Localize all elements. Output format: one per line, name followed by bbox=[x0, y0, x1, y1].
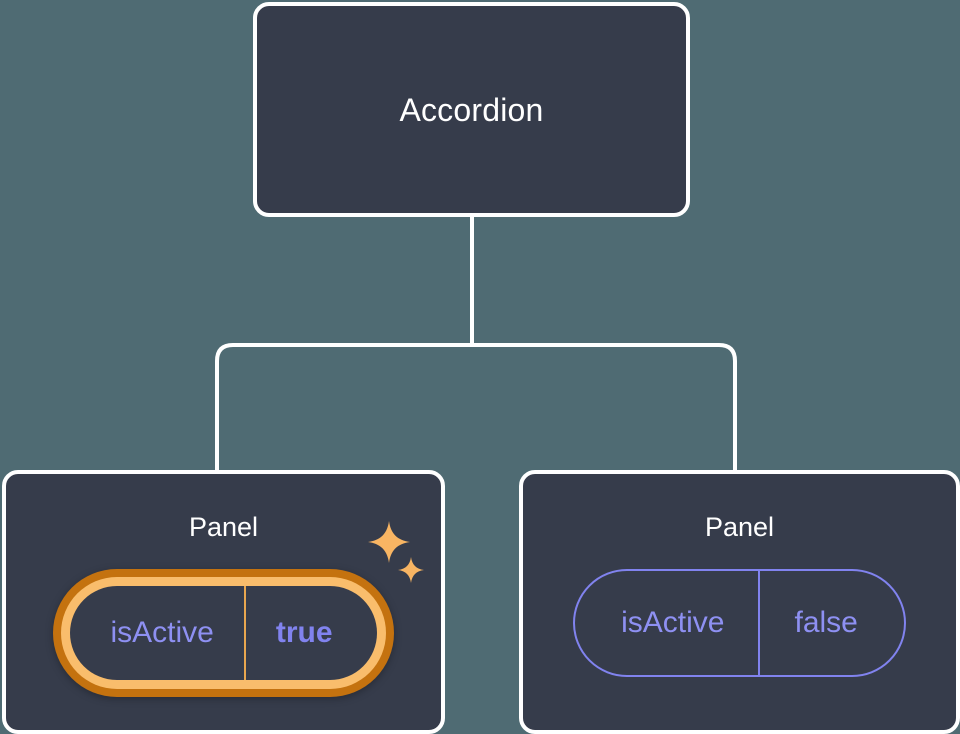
prop-pill-active-ring: isActive true bbox=[61, 577, 386, 689]
sparkle-icon bbox=[397, 557, 424, 583]
sparkles-group bbox=[364, 521, 428, 593]
sparkle-icon bbox=[367, 521, 410, 563]
prop-pill-inactive[interactable]: isActive false bbox=[573, 569, 906, 677]
node-panel-active-title: Panel bbox=[188, 512, 259, 542]
prop-divider bbox=[758, 571, 761, 675]
prop-value-true: true bbox=[275, 616, 333, 649]
node-panel-active[interactable]: Panel isActive true bbox=[2, 470, 445, 734]
node-accordion[interactable]: Accordion bbox=[253, 2, 690, 217]
prop-pill-active[interactable]: isActive true bbox=[53, 569, 394, 697]
node-accordion-title: Accordion bbox=[399, 91, 544, 128]
prop-divider bbox=[243, 586, 246, 680]
prop-pill-active-wrap: isActive true bbox=[53, 521, 424, 697]
prop-key-isactive: isActive bbox=[621, 606, 725, 639]
prop-key-isactive: isActive bbox=[110, 616, 214, 649]
prop-pill-inactive-wrap: isActive false bbox=[573, 569, 906, 677]
node-panel-inactive-title: Panel bbox=[704, 512, 775, 542]
prop-pill-active-body: isActive true bbox=[70, 586, 377, 680]
node-panel-inactive[interactable]: Panel isActive false bbox=[519, 470, 960, 734]
connector-branch-bar bbox=[215, 343, 737, 470]
prop-value-false: false bbox=[794, 606, 858, 639]
